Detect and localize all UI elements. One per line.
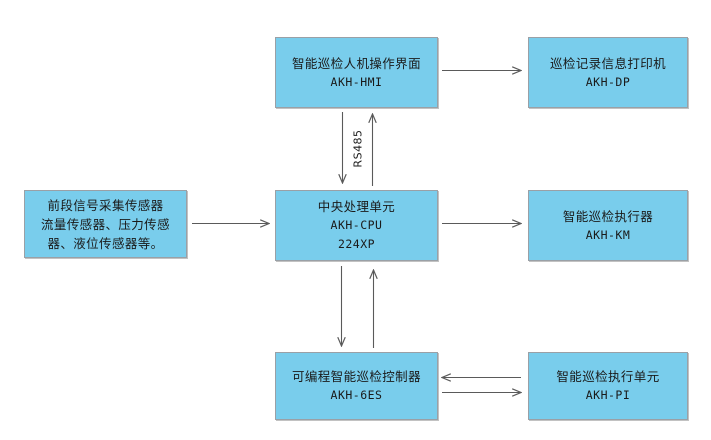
edge-label-rs485: RS485 <box>351 129 365 168</box>
node-cpu[interactable]: 中央处理单元 AKH-CPU 224XP <box>275 190 438 261</box>
node-cpu-title: 中央处理单元 <box>317 199 396 214</box>
node-hmi-code: AKH-HMI <box>330 74 383 89</box>
node-hmi-title: 智能巡检人机操作界面 <box>291 55 421 71</box>
node-cpu-code: AKH-CPU <box>330 218 383 232</box>
node-plc-code: AKH-6ES <box>330 388 383 402</box>
node-sensors-line-3: 器、液位传感器等。 <box>47 235 164 251</box>
node-hmi[interactable]: 智能巡检人机操作界面 AKH-HMI <box>275 37 438 108</box>
node-pi-title: 智能巡检执行单元 <box>556 369 660 384</box>
node-pi-code: AKH-PI <box>585 388 631 402</box>
node-printer[interactable]: 巡检记录信息打印机 AKH-DP <box>528 37 688 108</box>
node-cpu-code2: 224XP <box>337 237 376 251</box>
node-printer-title: 巡检记录信息打印机 <box>549 55 667 71</box>
node-sensors[interactable]: 前段信号采集传感器 流量传感器、压力传感 器、液位传感器等。 <box>24 190 187 258</box>
node-sensors-line-1: 前段信号采集传感器 <box>47 197 164 213</box>
node-sensors-line-2: 流量传感器、压力传感 <box>40 216 170 232</box>
node-plc[interactable]: 可编程智能巡检控制器 AKH-6ES <box>275 352 438 420</box>
node-km-title: 智能巡检执行器 <box>562 208 654 224</box>
node-km-code: AKH-KM <box>585 227 631 242</box>
node-pi[interactable]: 智能巡检执行单元 AKH-PI <box>528 352 688 420</box>
node-km[interactable]: 智能巡检执行器 AKH-KM <box>528 190 688 261</box>
node-plc-title: 可编程智能巡检控制器 <box>291 369 421 384</box>
node-printer-code: AKH-DP <box>585 74 631 89</box>
